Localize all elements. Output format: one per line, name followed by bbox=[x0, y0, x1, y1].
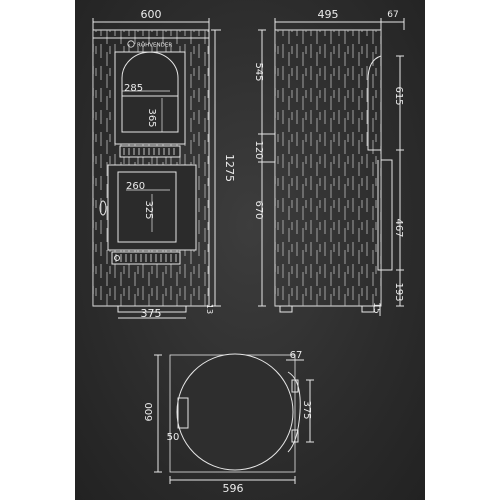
upper-window-glass bbox=[121, 51, 179, 133]
lower-height-label: 670 bbox=[253, 200, 264, 219]
lower-window bbox=[117, 171, 177, 243]
plan-view bbox=[154, 353, 314, 484]
plan-handle-depth-label: 67 bbox=[290, 350, 303, 361]
plan-handle-height-label: 375 bbox=[301, 400, 312, 419]
plan-handle-bottom bbox=[291, 429, 299, 443]
plan-handle bbox=[287, 371, 301, 453]
front-base bbox=[117, 305, 187, 313]
brand-name: RÖHVENDER bbox=[137, 42, 172, 49]
side-upper-door bbox=[367, 55, 382, 151]
side-leg-right bbox=[361, 305, 375, 313]
upper-window-frame bbox=[114, 51, 186, 145]
side-view bbox=[258, 18, 405, 316]
upper-door-height-label: 615 bbox=[393, 86, 404, 105]
lower-window-height-label: 325 bbox=[143, 200, 154, 219]
plan-connector-width-label: 50 bbox=[167, 432, 180, 443]
side-tile-pattern bbox=[275, 30, 381, 306]
front-width-label: 600 bbox=[141, 8, 162, 21]
lower-door-height-label: 467 bbox=[393, 218, 404, 237]
upper-grate bbox=[119, 145, 181, 158]
plan-handle-top bbox=[291, 379, 299, 393]
top-offset-label: 545 bbox=[253, 62, 264, 81]
connector-height-label: 120 bbox=[253, 140, 264, 159]
base-width-label: 375 bbox=[141, 307, 162, 320]
upper-window-width-label: 285 bbox=[124, 83, 143, 94]
plan-width-label: 596 bbox=[223, 482, 244, 495]
side-leg-left bbox=[279, 305, 293, 313]
bottom-height-label: 193 bbox=[393, 282, 404, 301]
upper-window-height-label: 365 bbox=[146, 108, 157, 127]
door-handle bbox=[99, 200, 107, 216]
front-view bbox=[92, 18, 221, 319]
side-lower-door bbox=[377, 159, 393, 271]
plan-body bbox=[176, 353, 294, 471]
plan-connector bbox=[177, 397, 189, 429]
side-handle-depth-label: 67 bbox=[387, 10, 398, 20]
front-height-label: 1275 bbox=[223, 154, 236, 182]
lower-window-width-label: 260 bbox=[126, 181, 145, 192]
side-depth-label: 495 bbox=[318, 8, 339, 21]
plan-depth-label: 600 bbox=[144, 402, 155, 421]
brand-mark-icon bbox=[127, 40, 135, 48]
brand-logo: RÖHVENDER bbox=[127, 40, 172, 49]
base-height-label: 13 bbox=[205, 304, 214, 314]
leg-height-label: 15 bbox=[371, 302, 381, 313]
